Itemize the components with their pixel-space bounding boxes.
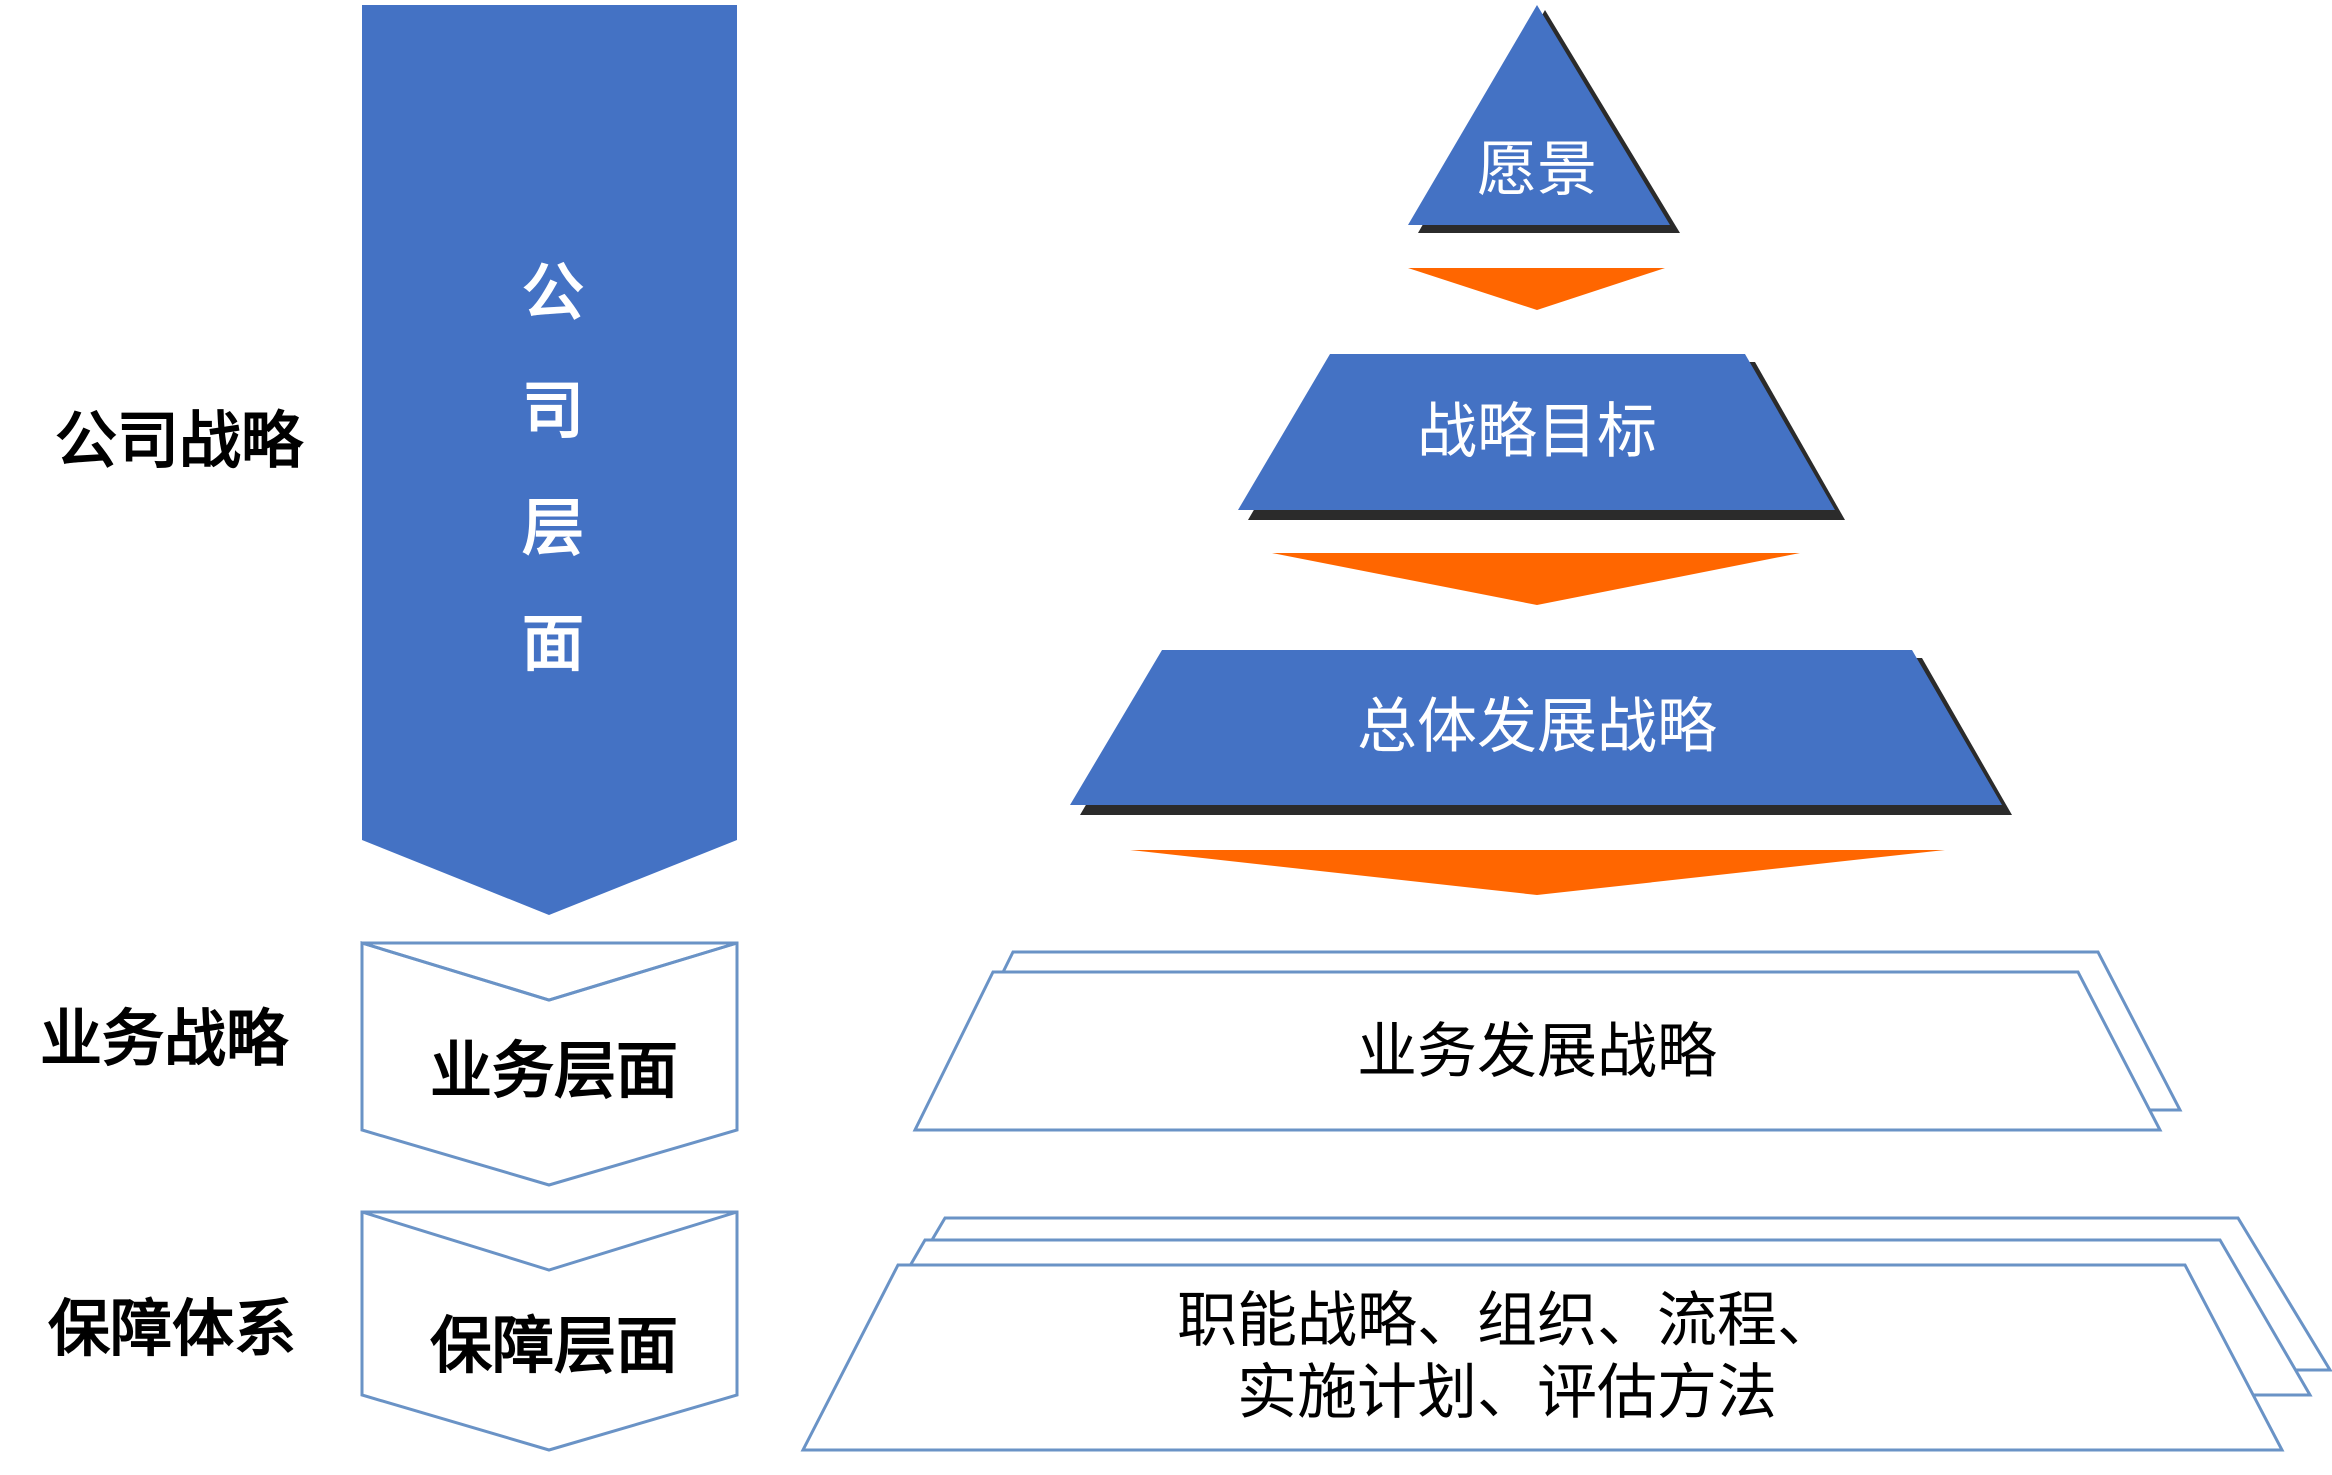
business-level-chevron-inner [361, 941, 738, 1002]
support-level-chevron-inner [361, 1210, 738, 1272]
company-level-arrow [362, 5, 737, 915]
vision-tier [1408, 5, 1670, 225]
business-strategy-label: 业务战略 [40, 1002, 289, 1075]
support-system-label: 保障体系 [48, 1292, 297, 1365]
support-strategy-line2: 实施计划、评估方法 [1237, 1358, 1777, 1428]
company-level-char-4: 面 [521, 607, 584, 680]
company-level-char-3: 层 [521, 491, 584, 564]
support-level-chevron [360, 1210, 739, 1452]
company-level-char-1: 公 [521, 256, 584, 329]
overall-strategy-tier [1070, 650, 2002, 805]
business-strategy-tier [912, 970, 2163, 1132]
orange-arrow-2 [1272, 553, 1800, 605]
business-development-strategy-text: 业务发展战略 [1357, 1017, 1717, 1087]
company-level-char-2: 司 [521, 374, 584, 447]
support-strategy-text: 职能战略、组织、流程、 实施计划、评估方法 [1137, 1285, 1877, 1429]
orange-arrow-3 [1130, 850, 1945, 895]
orange-arrow-1 [1408, 268, 1665, 310]
vision-text: 愿景 [1477, 135, 1597, 205]
overall-strategy-text: 总体发展战略 [1357, 692, 1717, 762]
business-level-label: 业务层面 [430, 1034, 679, 1107]
support-strategy-tier [800, 1263, 2285, 1452]
support-strategy-line1: 职能战略、组织、流程、 [1177, 1286, 1837, 1356]
support-level-label: 保障层面 [430, 1309, 679, 1382]
strategic-goals-text: 战略目标 [1417, 397, 1657, 467]
company-strategy-label: 公司战略 [55, 404, 304, 477]
strategic-goals-tier [1238, 354, 1835, 510]
